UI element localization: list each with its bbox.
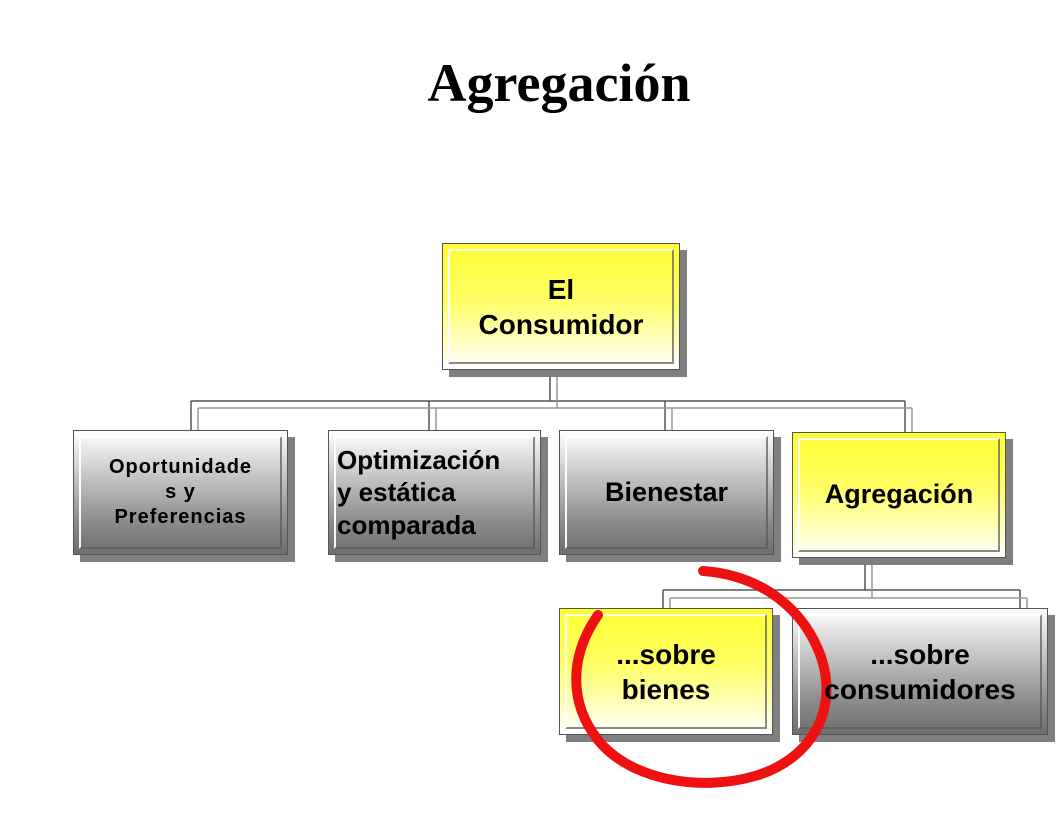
node-sobre-consumidores: ...sobre consumidores (792, 608, 1048, 735)
node-agregacion-label: Agregación (824, 479, 974, 510)
node-optimizacion-label: Optimización y estática comparada (337, 444, 501, 540)
node-el-consumidor: El Consumidor (442, 243, 680, 370)
connector-agregacion-trunk-light (669, 558, 1028, 608)
node-optimizacion: Optimización y estática comparada (328, 430, 541, 555)
connector-root-trunk (190, 370, 906, 432)
node-agregacion: Agregación (792, 432, 1006, 558)
node-sobre-consumidores-label: ...sobre consumidores (824, 638, 1016, 705)
node-oportunidades-label: Oportunidade s y Preferencias (108, 456, 253, 528)
connector-agregacion-trunk (662, 558, 1021, 608)
node-el-consumidor-label: El Consumidor (478, 273, 644, 340)
node-bienestar-label: Bienestar (604, 476, 729, 507)
page-title: Agregación (427, 53, 691, 113)
node-sobre-bienes: ...sobre bienes (559, 608, 773, 735)
connector-root-trunk-light (197, 370, 913, 432)
node-bienestar: Bienestar (559, 430, 774, 555)
node-sobre-bienes-label: ...sobre bienes (616, 638, 716, 705)
node-oportunidades: Oportunidade s y Preferencias (73, 430, 288, 555)
